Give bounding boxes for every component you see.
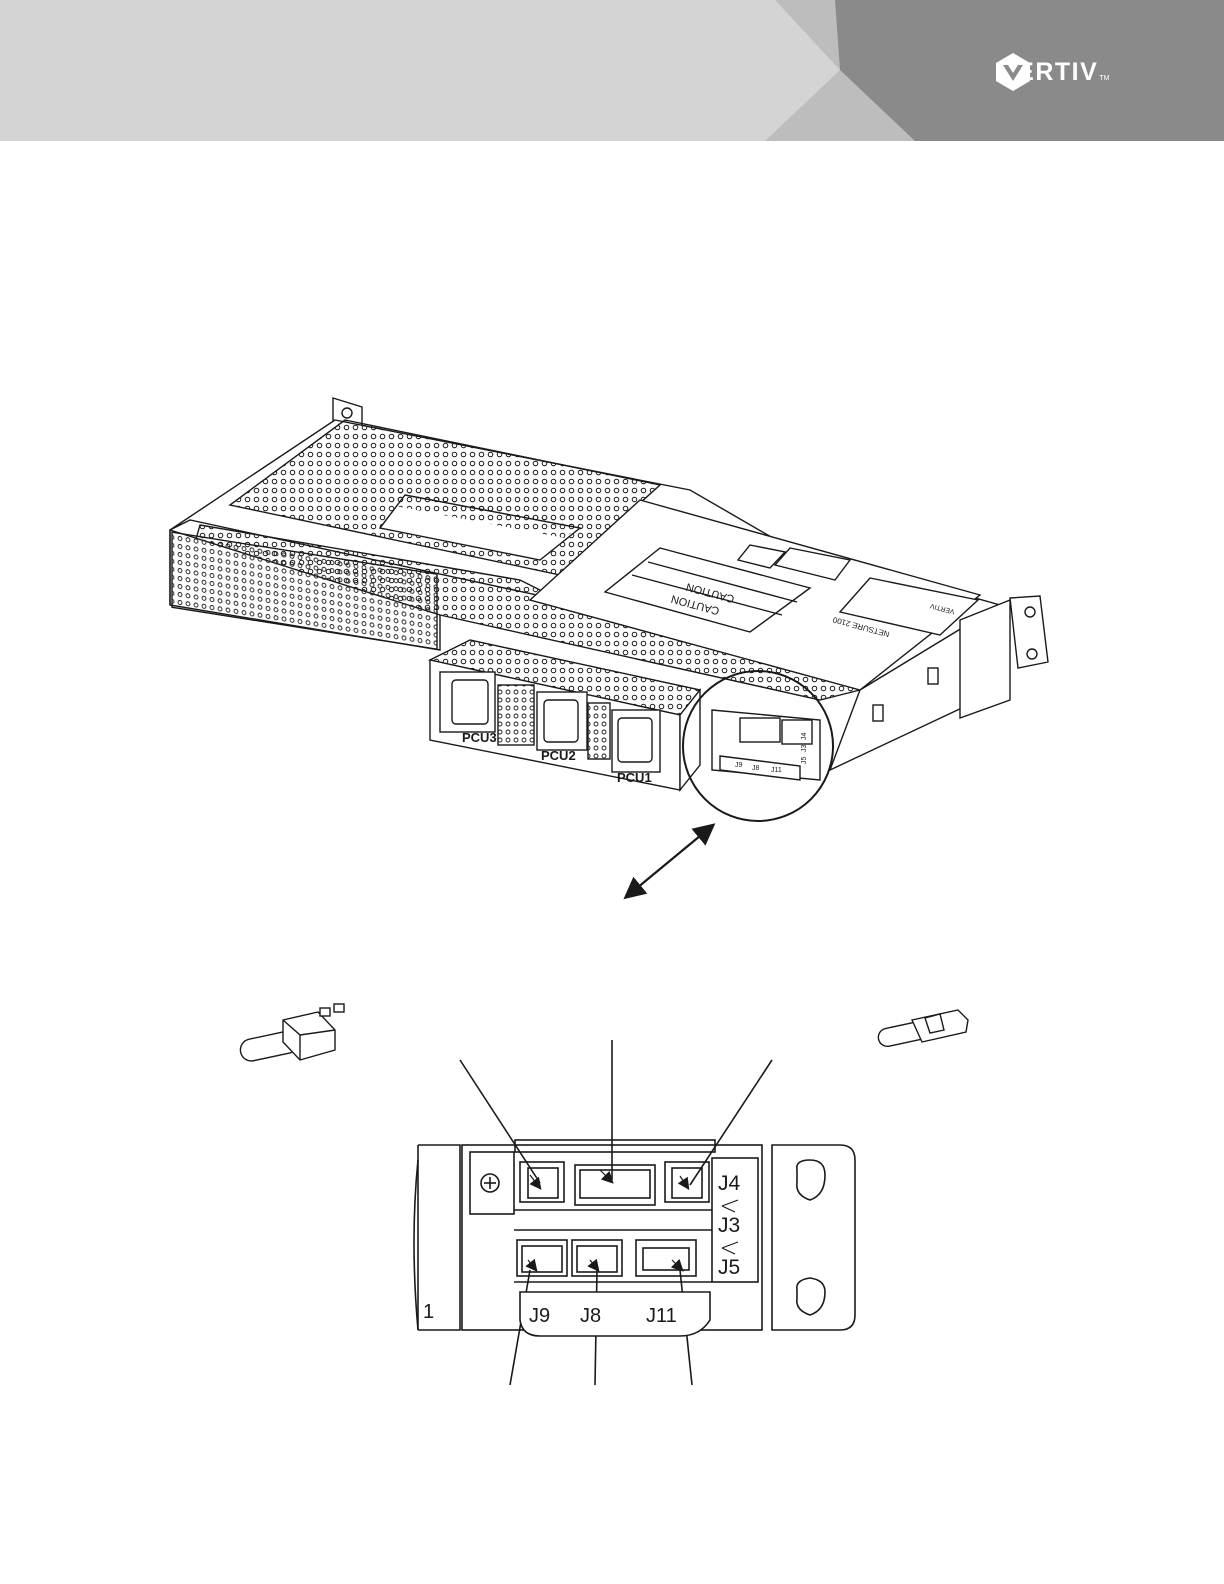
connector-detail-drawing	[414, 1040, 855, 1385]
terminal-plug-drawing	[238, 1004, 344, 1063]
rectifier-shelf-drawing	[170, 398, 1048, 888]
panel-mark: 1	[423, 1301, 434, 1323]
pcu2-label: PCU2	[541, 748, 576, 763]
detail-j4-label: J4	[718, 1172, 741, 1195]
detail-j3-label: J3	[718, 1214, 740, 1237]
bottom-j9-label: J9	[735, 762, 743, 769]
pcu1-label: PCU1	[617, 770, 652, 785]
detail-j11-label: J11	[646, 1305, 677, 1327]
detail-j8-label: J8	[580, 1305, 601, 1327]
side-j3-label: J3	[801, 745, 808, 753]
pcu3-label: PCU3	[462, 730, 497, 745]
bottom-j11-label: J11	[771, 767, 782, 774]
side-j4-label: J4	[801, 733, 808, 741]
detail-j9-label: J9	[529, 1305, 550, 1327]
side-j5-label: J5	[801, 757, 808, 765]
bottom-j8-label: J8	[752, 765, 760, 772]
sensor-plug-drawing	[877, 1010, 968, 1048]
detail-j5-label: J5	[718, 1256, 740, 1279]
